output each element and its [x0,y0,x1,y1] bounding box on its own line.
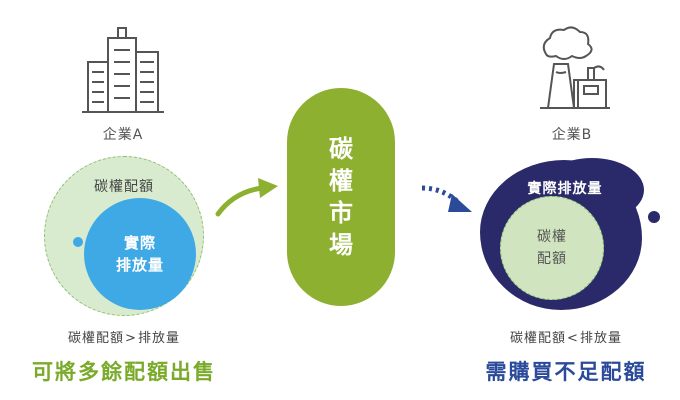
company-b-small-dot [648,211,660,223]
market-char-3: 市 [329,199,353,227]
company-a-allowance-label: 碳權配額 [94,179,154,195]
company-a-compare-right: 排放量 [137,331,180,346]
company-b-emission-label: 實際排放量 [527,181,603,197]
company-b-compare-left: 碳權配額 [510,331,567,346]
company-b-allowance-circle: 碳權 配額 [500,196,604,300]
carbon-market-pill: 碳 權 市 場 [287,88,395,306]
arrow-to-market-icon [212,170,282,224]
company-a-compare-symbol: > [125,331,137,346]
market-char-4: 場 [329,231,353,259]
arrow-to-company-b-icon [418,180,478,228]
market-char-1: 碳 [329,135,353,163]
company-a-emission-line2: 排放量 [115,256,164,274]
company-a-emission-circle: 實際 排放量 [84,198,196,310]
company-b-allowance-line2: 配額 [537,251,567,267]
factory-icon [538,24,610,110]
company-b-comparison: 碳權配額<排放量 [466,327,666,346]
company-a-emission-line1: 實際 [123,234,156,252]
company-a-outcome: 可將多餘配額出售 [32,360,216,384]
company-a-label: 企業A [102,127,144,143]
company-b-label: 企業B [551,127,593,143]
company-b-compare-symbol: < [567,331,579,346]
company-a-small-dot [73,237,83,247]
office-building-icon [82,24,164,114]
company-a-comparison: 碳權配額>排放量 [24,327,224,346]
company-b-allowance-line1: 碳權 [537,229,567,245]
market-char-2: 權 [329,167,353,195]
company-b-compare-right: 排放量 [579,331,622,346]
company-a-compare-left: 碳權配額 [68,331,125,346]
company-b-outcome: 需購買不足配額 [485,360,647,384]
